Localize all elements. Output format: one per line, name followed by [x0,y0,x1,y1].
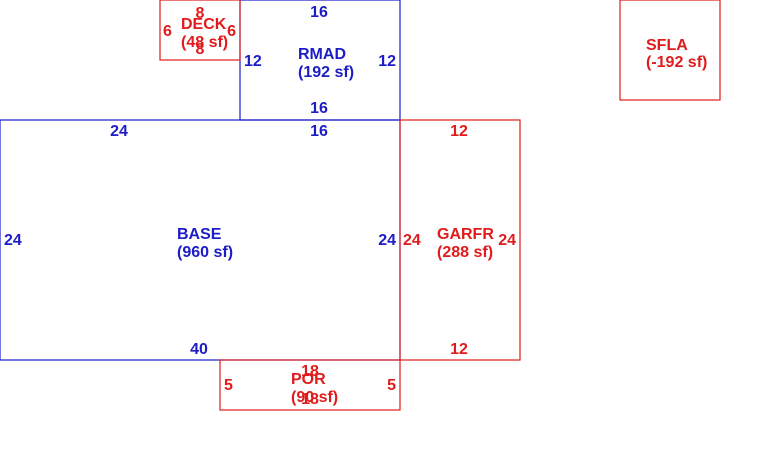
base-dim-top-right: 16 [310,123,328,140]
deck-dim-top: 8 [196,5,205,22]
garfr-outline [399,119,521,361]
base-dim-top-left: 24 [110,123,128,140]
rmad-label: RMAD [298,46,346,63]
garfr-area: (288 sf) [437,244,493,261]
garfr-dim-top: 12 [450,123,468,140]
garfr-dim-right: 24 [498,232,516,249]
rmad-dim-right: 12 [378,53,396,70]
deck-area: (48 sf) [181,34,228,51]
base-area: (960 sf) [177,244,233,261]
base-dim-bottom: 40 [190,341,208,358]
rmad-dim-top: 16 [310,4,328,21]
base-dim-right: 24 [378,232,396,249]
por-area: (90 sf) [291,389,338,406]
sfla-area: (-192 sf) [646,54,707,71]
sfla-outline [619,0,721,101]
por-outline [219,359,401,411]
garfr-dim-left: 24 [403,232,421,249]
por-dim-bottom: 18 [301,391,319,408]
por-dim-top: 18 [301,363,319,380]
garfr-dim-bottom: 12 [450,341,468,358]
garfr-label: GARFR [437,226,494,243]
por-dim-right: 5 [387,377,396,394]
por-dim-left: 5 [224,377,233,394]
base-dim-left: 24 [4,232,22,249]
deck-outline [159,0,241,61]
rmad-dim-left: 12 [244,53,262,70]
deck-label: DECK [181,16,227,33]
deck-dim-bottom: 8 [196,41,205,58]
por-label: POR [291,371,326,388]
sfla-label: SFLA [646,37,688,54]
rmad-area: (192 sf) [298,64,354,81]
rmad-dim-bottom: 16 [310,100,328,117]
base-label: BASE [177,226,222,243]
deck-dim-right: 6 [227,23,236,40]
deck-dim-left: 6 [163,23,172,40]
